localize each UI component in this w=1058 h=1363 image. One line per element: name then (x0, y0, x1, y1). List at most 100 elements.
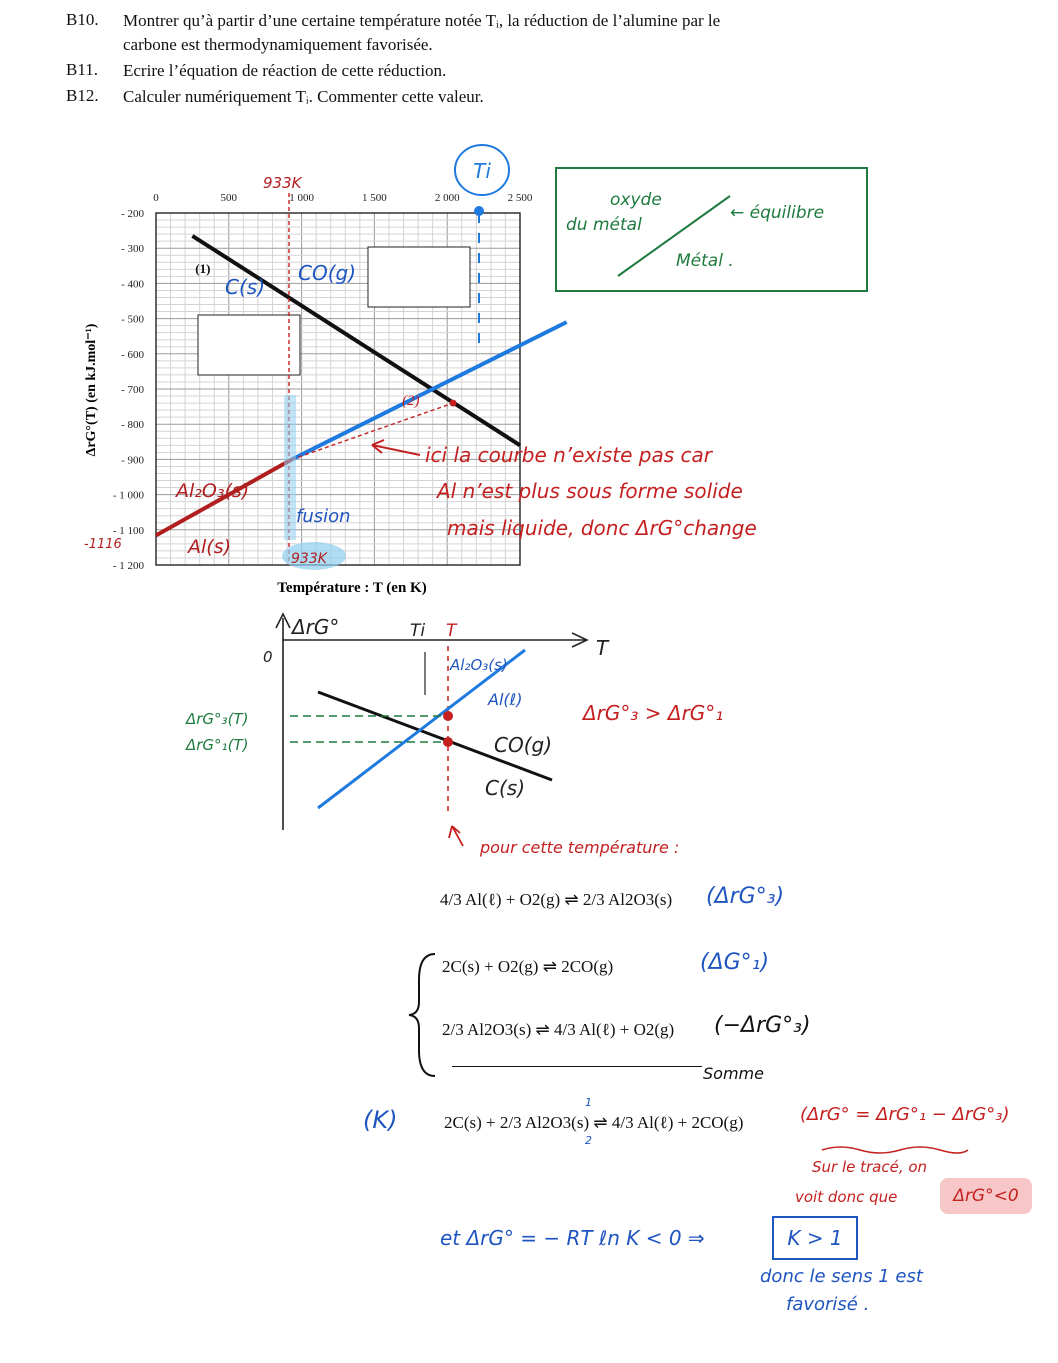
sketch-ti-label: Ti (410, 621, 425, 641)
label-box-right (367, 246, 471, 308)
series-label-2: (2) (402, 393, 420, 409)
sketch-t-label: T (596, 636, 610, 660)
y-tick-label: - 900 (121, 454, 144, 466)
chart-series: (1) (2) (155, 234, 568, 538)
x-tick-label: 500 (221, 192, 238, 204)
label-cog: CO(g) (298, 261, 356, 285)
x-axis-label: Température : T (en K) (277, 580, 426, 596)
note-line-2: Al n’est plus sous forme solide (435, 479, 743, 503)
sketch-arrow (448, 825, 464, 847)
question-text: Calculer numériquement Tᵢ. Commenter cet… (123, 87, 484, 106)
y-tick-label: - 300 (121, 243, 144, 255)
label-933k-bottom: 933K (291, 551, 329, 567)
sketch-x-arrow (571, 632, 589, 648)
y-tick-label: - 200 (121, 208, 144, 220)
sketch-tt-label: T (446, 621, 458, 641)
y-tick-label: - 700 (121, 384, 144, 396)
note-line-3: mais liquide, donc ΔrG°change (447, 516, 757, 540)
sketch-co-label: CO(g) (494, 733, 552, 757)
x-tick-label: 2 500 (508, 192, 533, 204)
series-line-1 (155, 457, 293, 538)
y-tick-label: - 1 200 (113, 560, 145, 572)
note-line-1: ici la courbe n’existe pas car (425, 443, 714, 467)
y-axis-label: ΔrG°(T) (en kJ.mol⁻¹) (84, 323, 99, 456)
label-1116: -1116 (84, 537, 122, 552)
question-b11: B11. Ecrire l’équation de réaction de ce… (66, 60, 946, 84)
final-equation: et ΔrG° = − RT ℓn K < 0 ⇒ (440, 1226, 705, 1250)
question-number: B10. (66, 10, 99, 29)
x-tick-label: 1 500 (362, 192, 387, 204)
fusion-band (284, 395, 296, 540)
sketch-g1-point (443, 737, 453, 747)
question-b10-cont: carbone est thermodynamiquement favorisé… (66, 34, 946, 58)
sketch-all-label: Al(ℓ) (487, 690, 522, 709)
legend-equilibre: ← équilibre (730, 203, 824, 223)
label-al2o3: Al₂O₃(s) (174, 480, 249, 502)
sketch-y-arrow (275, 612, 291, 629)
fusion-highlight (282, 542, 346, 570)
series-line-2 (290, 320, 568, 462)
sum-line (452, 1066, 702, 1067)
system-brace (408, 953, 436, 1077)
equation-a: 2C(s) + O2(g) ⇌ 2CO(g) (442, 957, 614, 976)
chart-ticks: 0 500 1 000 1 500 2 000 2 500 - 200 - 300 - 400 -… (113, 192, 533, 572)
label-box-left (197, 314, 301, 376)
equation-b-tag: (−ΔrG°₃) (714, 1013, 811, 1038)
sketch-axis-label: ΔrG° (290, 615, 339, 639)
sketch-arrow-note: pour cette température : (480, 838, 680, 857)
sketch-compare: ΔrG°₃ > ΔrG°₁ (581, 701, 723, 725)
ti-point (474, 206, 484, 216)
tilde-underline (821, 1146, 969, 1154)
k-label: (K) (363, 1106, 398, 1134)
y-tick-label: - 800 (121, 419, 144, 431)
question-text: Ecrire l’équation de réaction de cette r… (123, 61, 447, 80)
sum-label: Somme (703, 1064, 764, 1083)
final-note-2: favorisé . (786, 1294, 870, 1315)
sketch-g3-label: ΔrG°₃(T) (185, 710, 248, 728)
sketch-diagram: ΔrG° 0 T Ti T ΔrG°₃(T) ΔrG°₁(T) Al₂O₃(s)… (185, 612, 723, 847)
x-tick-label: 1 000 (289, 192, 314, 204)
legend-box (555, 167, 868, 292)
label-933k-top: 933K (263, 174, 303, 192)
sketch-g1-label: ΔrG°₁(T) (185, 736, 248, 754)
legend-du-metal: du métal (566, 215, 642, 235)
sketch-al2o3-label: Al₂O₃(s) (449, 656, 508, 674)
y-tick-label: - 400 (121, 278, 144, 290)
series-line-0 (191, 234, 522, 448)
sketch-co-line (317, 690, 553, 782)
x-tick-label: 0 (153, 192, 159, 204)
question-number: B11. (66, 60, 98, 79)
x-tick-label: 2 000 (435, 192, 460, 204)
trace-result: ΔrG°<0 (940, 1178, 1032, 1214)
equation-total: 2C(s) + 2/3 Al2O3(s) ⇌ 4/3 Al(ℓ) + 2CO(g… (444, 1113, 744, 1132)
question-text: carbone est thermodynamiquement favorisé… (123, 35, 433, 54)
trace-note: Sur le tracé, on (812, 1158, 928, 1176)
legend-diagonal (617, 195, 731, 277)
sketch-origin: 0 (263, 648, 273, 666)
question-b12: B12. Calculer numériquement Tᵢ. Commente… (66, 86, 946, 110)
equation-top: 4/3 Al(ℓ) + O2(g) ⇌ 2/3 Al2O3(s) (440, 890, 673, 909)
trace-note-2: voit donc que (795, 1188, 898, 1206)
legend-oxyde: oxyde (610, 190, 662, 210)
sketch-g3-point (443, 711, 453, 721)
ti-circle (454, 144, 510, 196)
y-tick-label: - 600 (121, 349, 144, 361)
sketch-cs-label: C(s) (485, 776, 525, 800)
series-line-3 (291, 402, 454, 461)
ellingham-chart: 0 500 1 000 1 500 2 000 2 500 - 200 - 300 - 400 -… (84, 144, 868, 596)
note-arrow (371, 439, 421, 456)
question-text: Montrer qu’à partir d’une certaine tempé… (123, 11, 721, 30)
arrow-label-1: 1 (585, 1096, 592, 1109)
equation-total-tag: (ΔrG° = ΔrG°₁ − ΔrG°₃) (800, 1104, 1010, 1125)
equation-a-tag: (ΔG°₁) (700, 950, 770, 975)
label-cs: C(s) (225, 275, 265, 299)
arrow-label-2: 2 (585, 1134, 592, 1147)
equation-b: 2/3 Al2O3(s) ⇌ 4/3 Al(ℓ) + O2(g) (442, 1020, 675, 1039)
sketch-al-line (317, 648, 526, 810)
final-note-1: donc le sens 1 est (760, 1266, 923, 1287)
label-als: Al(s) (186, 536, 231, 558)
legend-metal: Métal . (676, 251, 734, 271)
equation-top-tag: (ΔrG°₃) (706, 884, 785, 909)
series-label-1: (1) (195, 261, 210, 276)
